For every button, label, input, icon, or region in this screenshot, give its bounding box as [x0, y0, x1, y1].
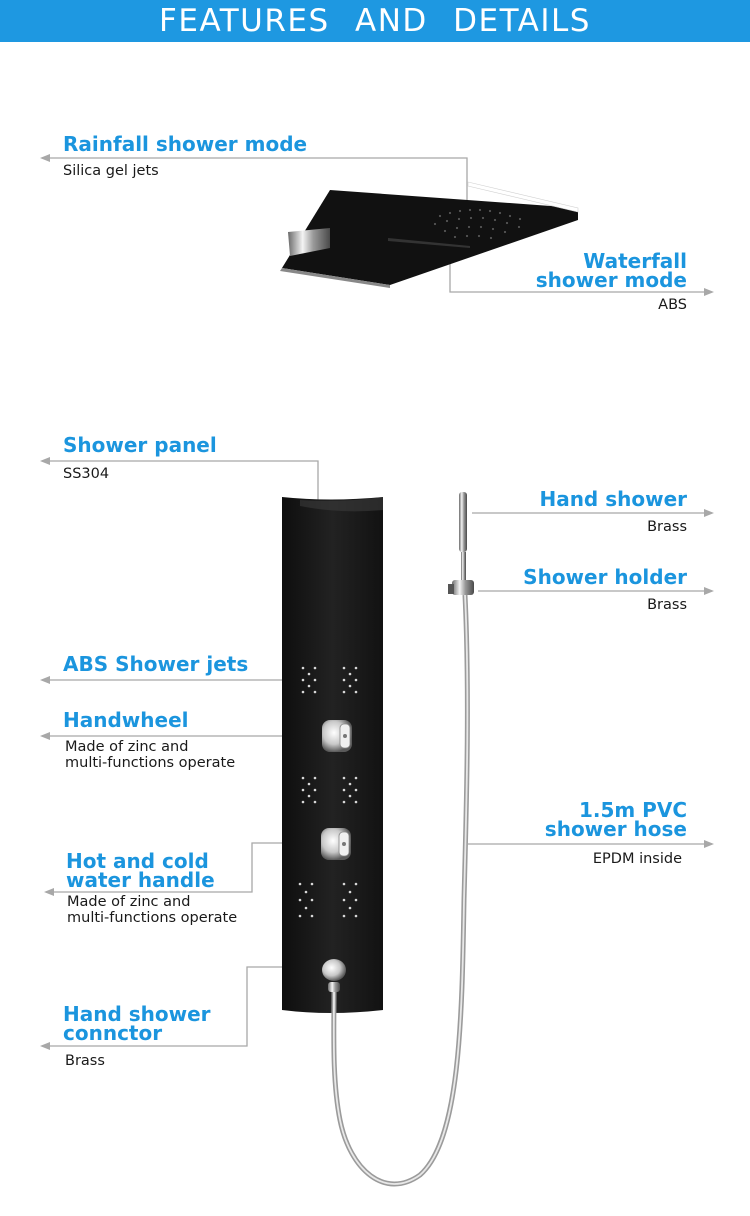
connector-title-line1: Hand shower: [63, 1002, 211, 1026]
hand-shower-sub: Brass: [647, 519, 687, 535]
handwheel-title: Handwheel: [63, 708, 189, 732]
hot-cold-sub-line1: Made of zinc and: [67, 894, 191, 910]
hand-shower-title: Hand shower: [539, 487, 687, 511]
hot-cold-sub-line2: multi-functions operate: [67, 910, 238, 926]
connector-knob: [322, 959, 346, 992]
connector-title-line2: connctor: [63, 1021, 163, 1045]
rainfall-shower-head: [280, 181, 579, 288]
panel-sub: SS304: [63, 466, 110, 482]
handwheel-knob: [322, 720, 352, 752]
header-banner: FEATURES AND DETAILS: [0, 0, 750, 42]
hose-sub: EPDM inside: [592, 851, 682, 867]
hot-cold-handle-knob: [321, 828, 351, 860]
shower-jets: [298, 666, 358, 918]
hand-shower: [459, 492, 467, 592]
shower-panel: [282, 497, 383, 1013]
jets-title: ABS Shower jets: [63, 652, 249, 676]
waterfall-title-line2: shower mode: [535, 268, 687, 292]
waterfall-title-line1: Waterfall: [583, 249, 687, 273]
holder-sub: Brass: [647, 597, 687, 613]
handwheel-sub-line2: multi-functions operate: [65, 755, 236, 771]
shower-holder: [448, 580, 474, 595]
hose-title-line1: 1.5m PVC: [578, 798, 687, 822]
hose-title-line2: shower hose: [544, 817, 687, 841]
page-title: FEATURES AND DETAILS: [159, 3, 591, 39]
hot-cold-title-line2: water handle: [66, 868, 215, 892]
handwheel-sub-line1: Made of zinc and: [65, 739, 189, 755]
holder-title: Shower holder: [523, 565, 687, 589]
hot-cold-title-line1: Hot and cold: [66, 849, 209, 873]
rainfall-title: Rainfall shower mode: [63, 132, 308, 156]
panel-title: Shower panel: [63, 433, 217, 457]
waterfall-sub: ABS: [658, 297, 687, 313]
arrowheads: [40, 154, 714, 1050]
connector-sub: Brass: [65, 1053, 105, 1069]
rainfall-sub: Silica gel jets: [63, 163, 159, 179]
